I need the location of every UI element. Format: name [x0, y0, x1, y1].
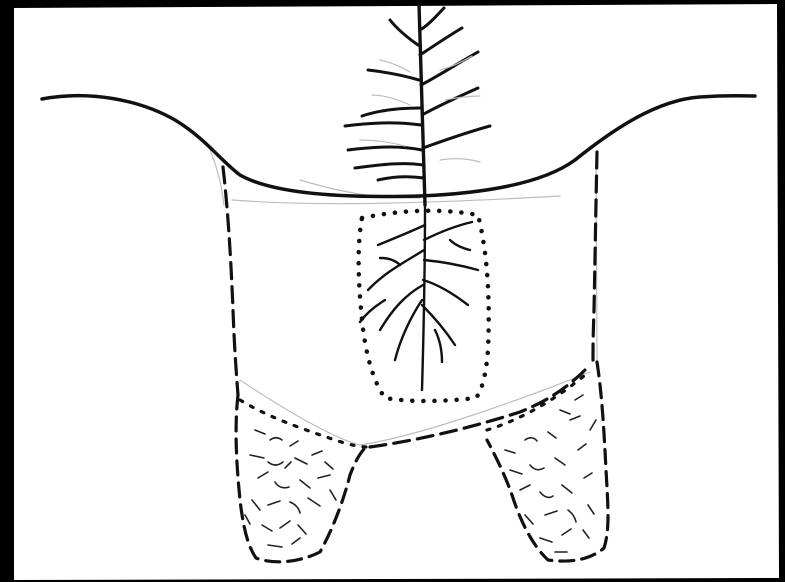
paper: [14, 4, 779, 580]
